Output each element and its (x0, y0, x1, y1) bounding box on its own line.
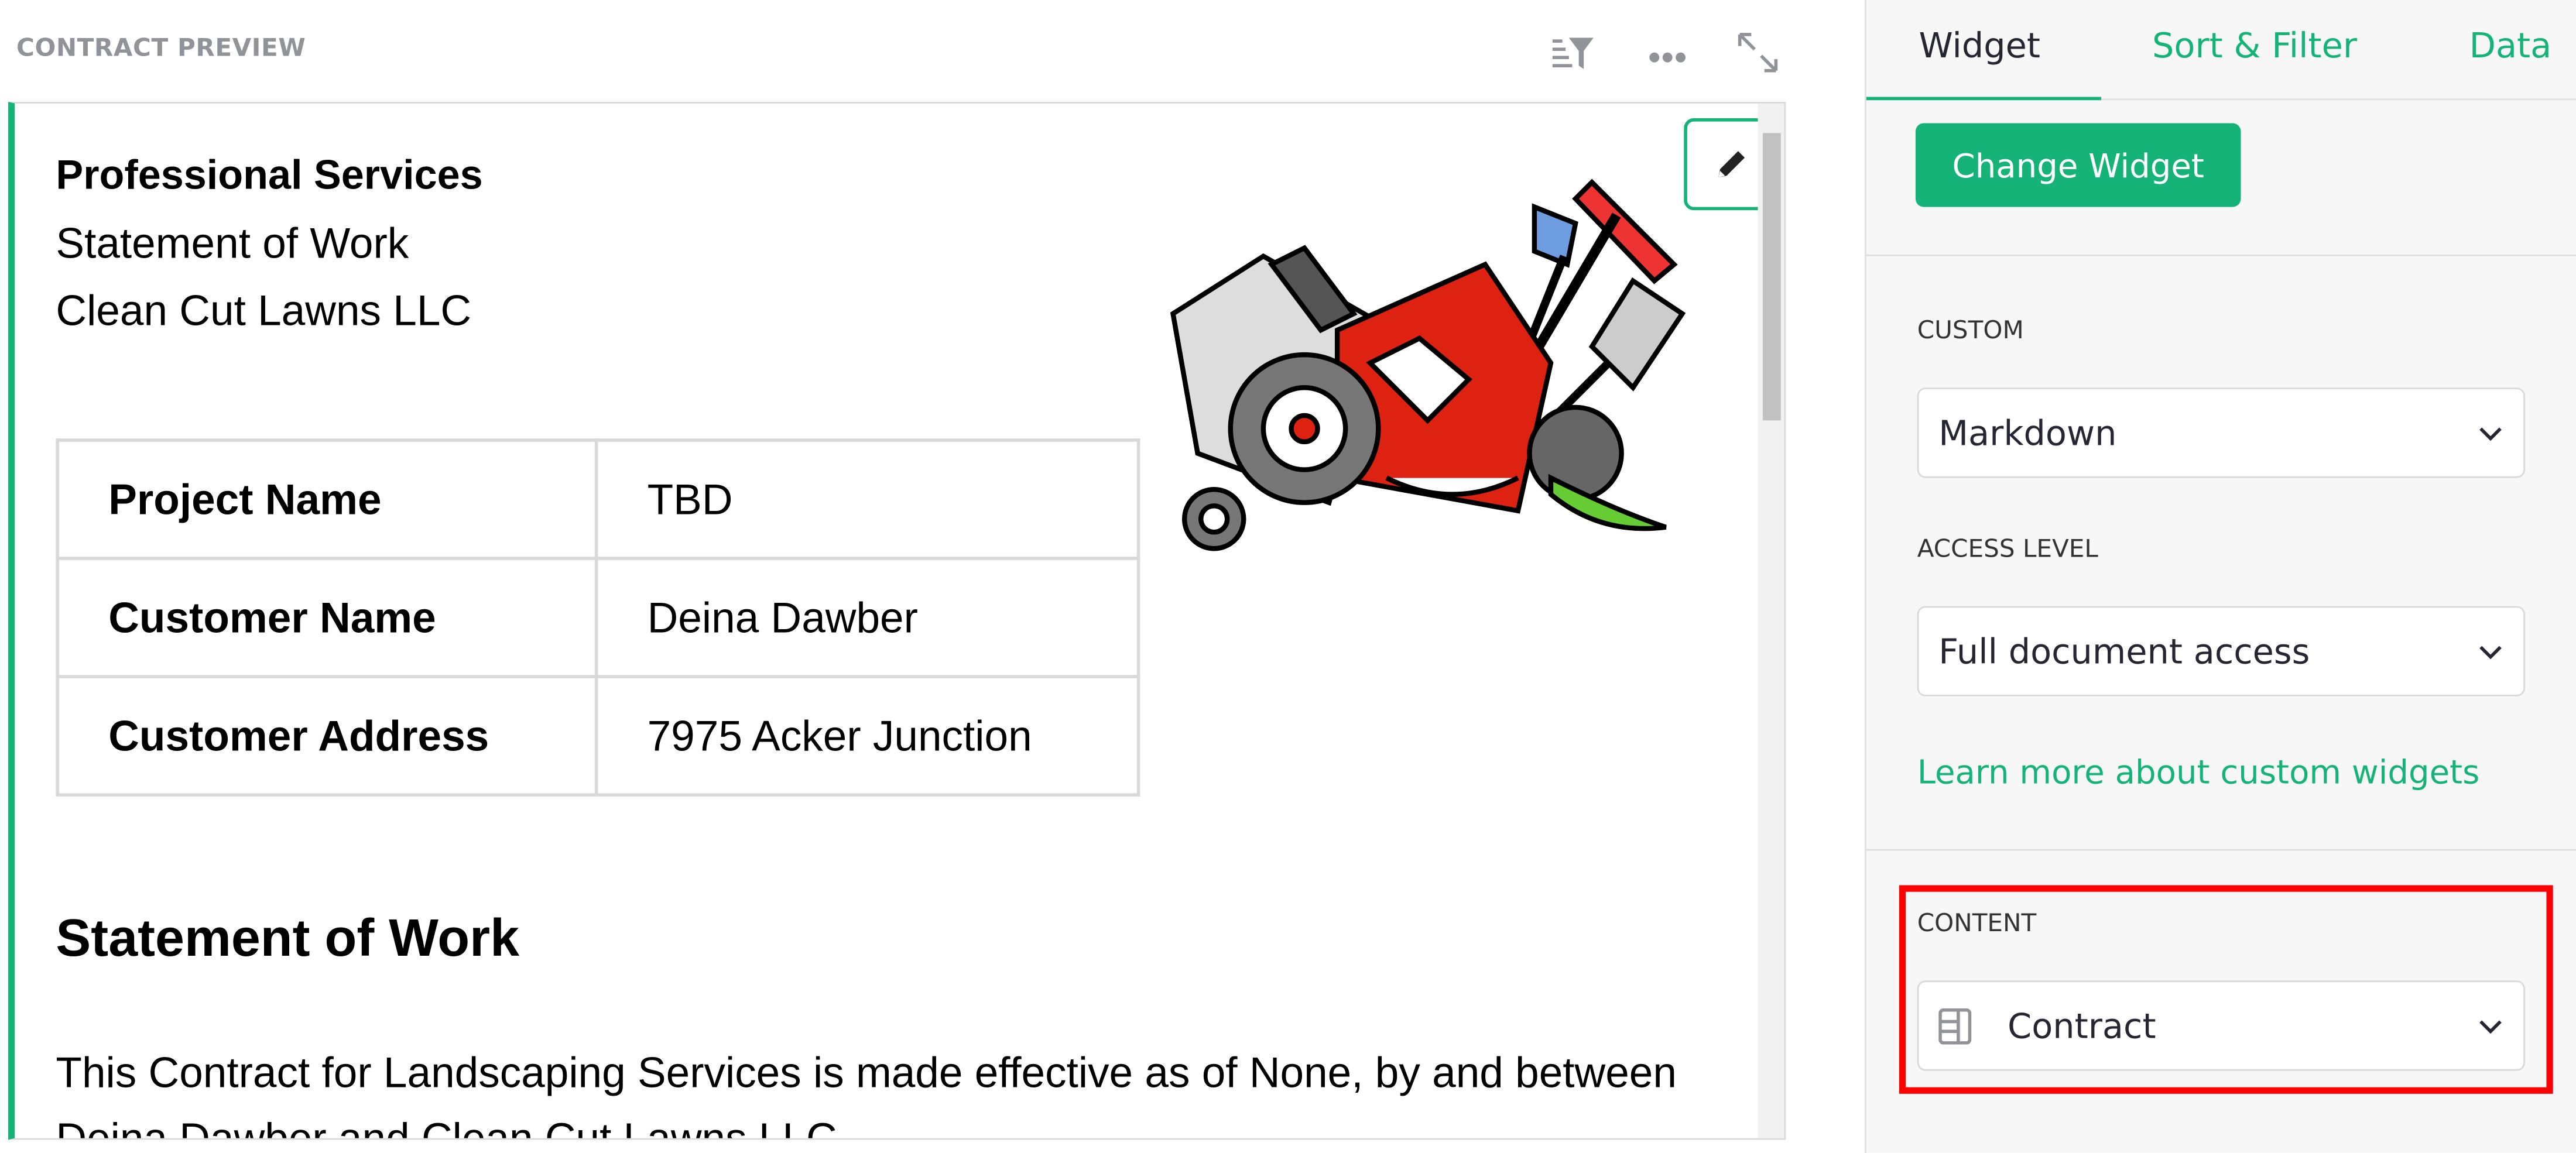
scrollbar-thumb[interactable] (1762, 133, 1781, 421)
content-select[interactable]: Contract (1917, 980, 2525, 1071)
tab-widget[interactable]: Widget (1919, 26, 2041, 66)
divider (1866, 254, 2576, 256)
document: Professional Services Statement of Work … (56, 143, 1751, 345)
pencil-icon (1717, 151, 1744, 178)
change-widget-button[interactable]: Change Widget (1915, 123, 2241, 207)
expand-icon[interactable] (1735, 30, 1781, 76)
doc-paragraph: This Contract for Landscaping Services i… (56, 1048, 1677, 1140)
sort-filter-icon[interactable] (1551, 30, 1597, 76)
row-label: Customer Name (56, 557, 598, 678)
active-tab-indicator (1866, 97, 2102, 101)
row-value: 7975 Acker Junction (594, 675, 1140, 797)
custom-select[interactable]: Markdown (1917, 387, 2525, 478)
table-icon (1938, 1007, 1972, 1044)
contract-preview: Professional Services Statement of Work … (8, 101, 1786, 1140)
more-dots-icon[interactable] (1645, 30, 1691, 76)
right-panel: Widget Sort & Filter Data Change Widget … (1864, 0, 2576, 1153)
row-value: Deina Dawber (594, 557, 1140, 678)
scrollbar[interactable] (1758, 103, 1784, 1138)
tab-sort-filter[interactable]: Sort & Filter (2152, 26, 2358, 66)
divider (1866, 849, 2576, 851)
chevron-down-icon (2479, 427, 2502, 440)
section-heading: Statement of Work (56, 908, 520, 967)
doc-company: Clean Cut Lawns LLC (56, 286, 472, 335)
access-level-select[interactable]: Full document access (1917, 606, 2525, 696)
chevron-down-icon (2479, 1020, 2502, 1033)
tab-data[interactable]: Data (2469, 26, 2552, 66)
row-value: TBD (594, 438, 1140, 560)
learn-more-link[interactable]: Learn more about custom widgets (1917, 752, 2480, 792)
doc-subtitle: Statement of Work (56, 218, 409, 268)
access-level-label: ACCESS LEVEL (1917, 533, 2098, 564)
custom-select-value: Markdown (1938, 413, 2117, 453)
content-label: CONTENT (1917, 908, 2037, 938)
row-label: Customer Address (56, 675, 598, 797)
chevron-down-icon (2479, 645, 2502, 659)
tab-divider (1866, 98, 2576, 101)
access-level-value: Full document access (1938, 631, 2310, 671)
lawn-mower-mascot-image (1140, 149, 1698, 560)
doc-heading: Professional Services (56, 152, 483, 199)
row-label: Project Name (56, 438, 598, 560)
content-select-value: Contract (2008, 1006, 2156, 1046)
custom-label: CUSTOM (1917, 315, 2024, 345)
highlight-box (1899, 885, 2553, 1094)
section-title: CONTRACT PREVIEW (16, 33, 306, 63)
